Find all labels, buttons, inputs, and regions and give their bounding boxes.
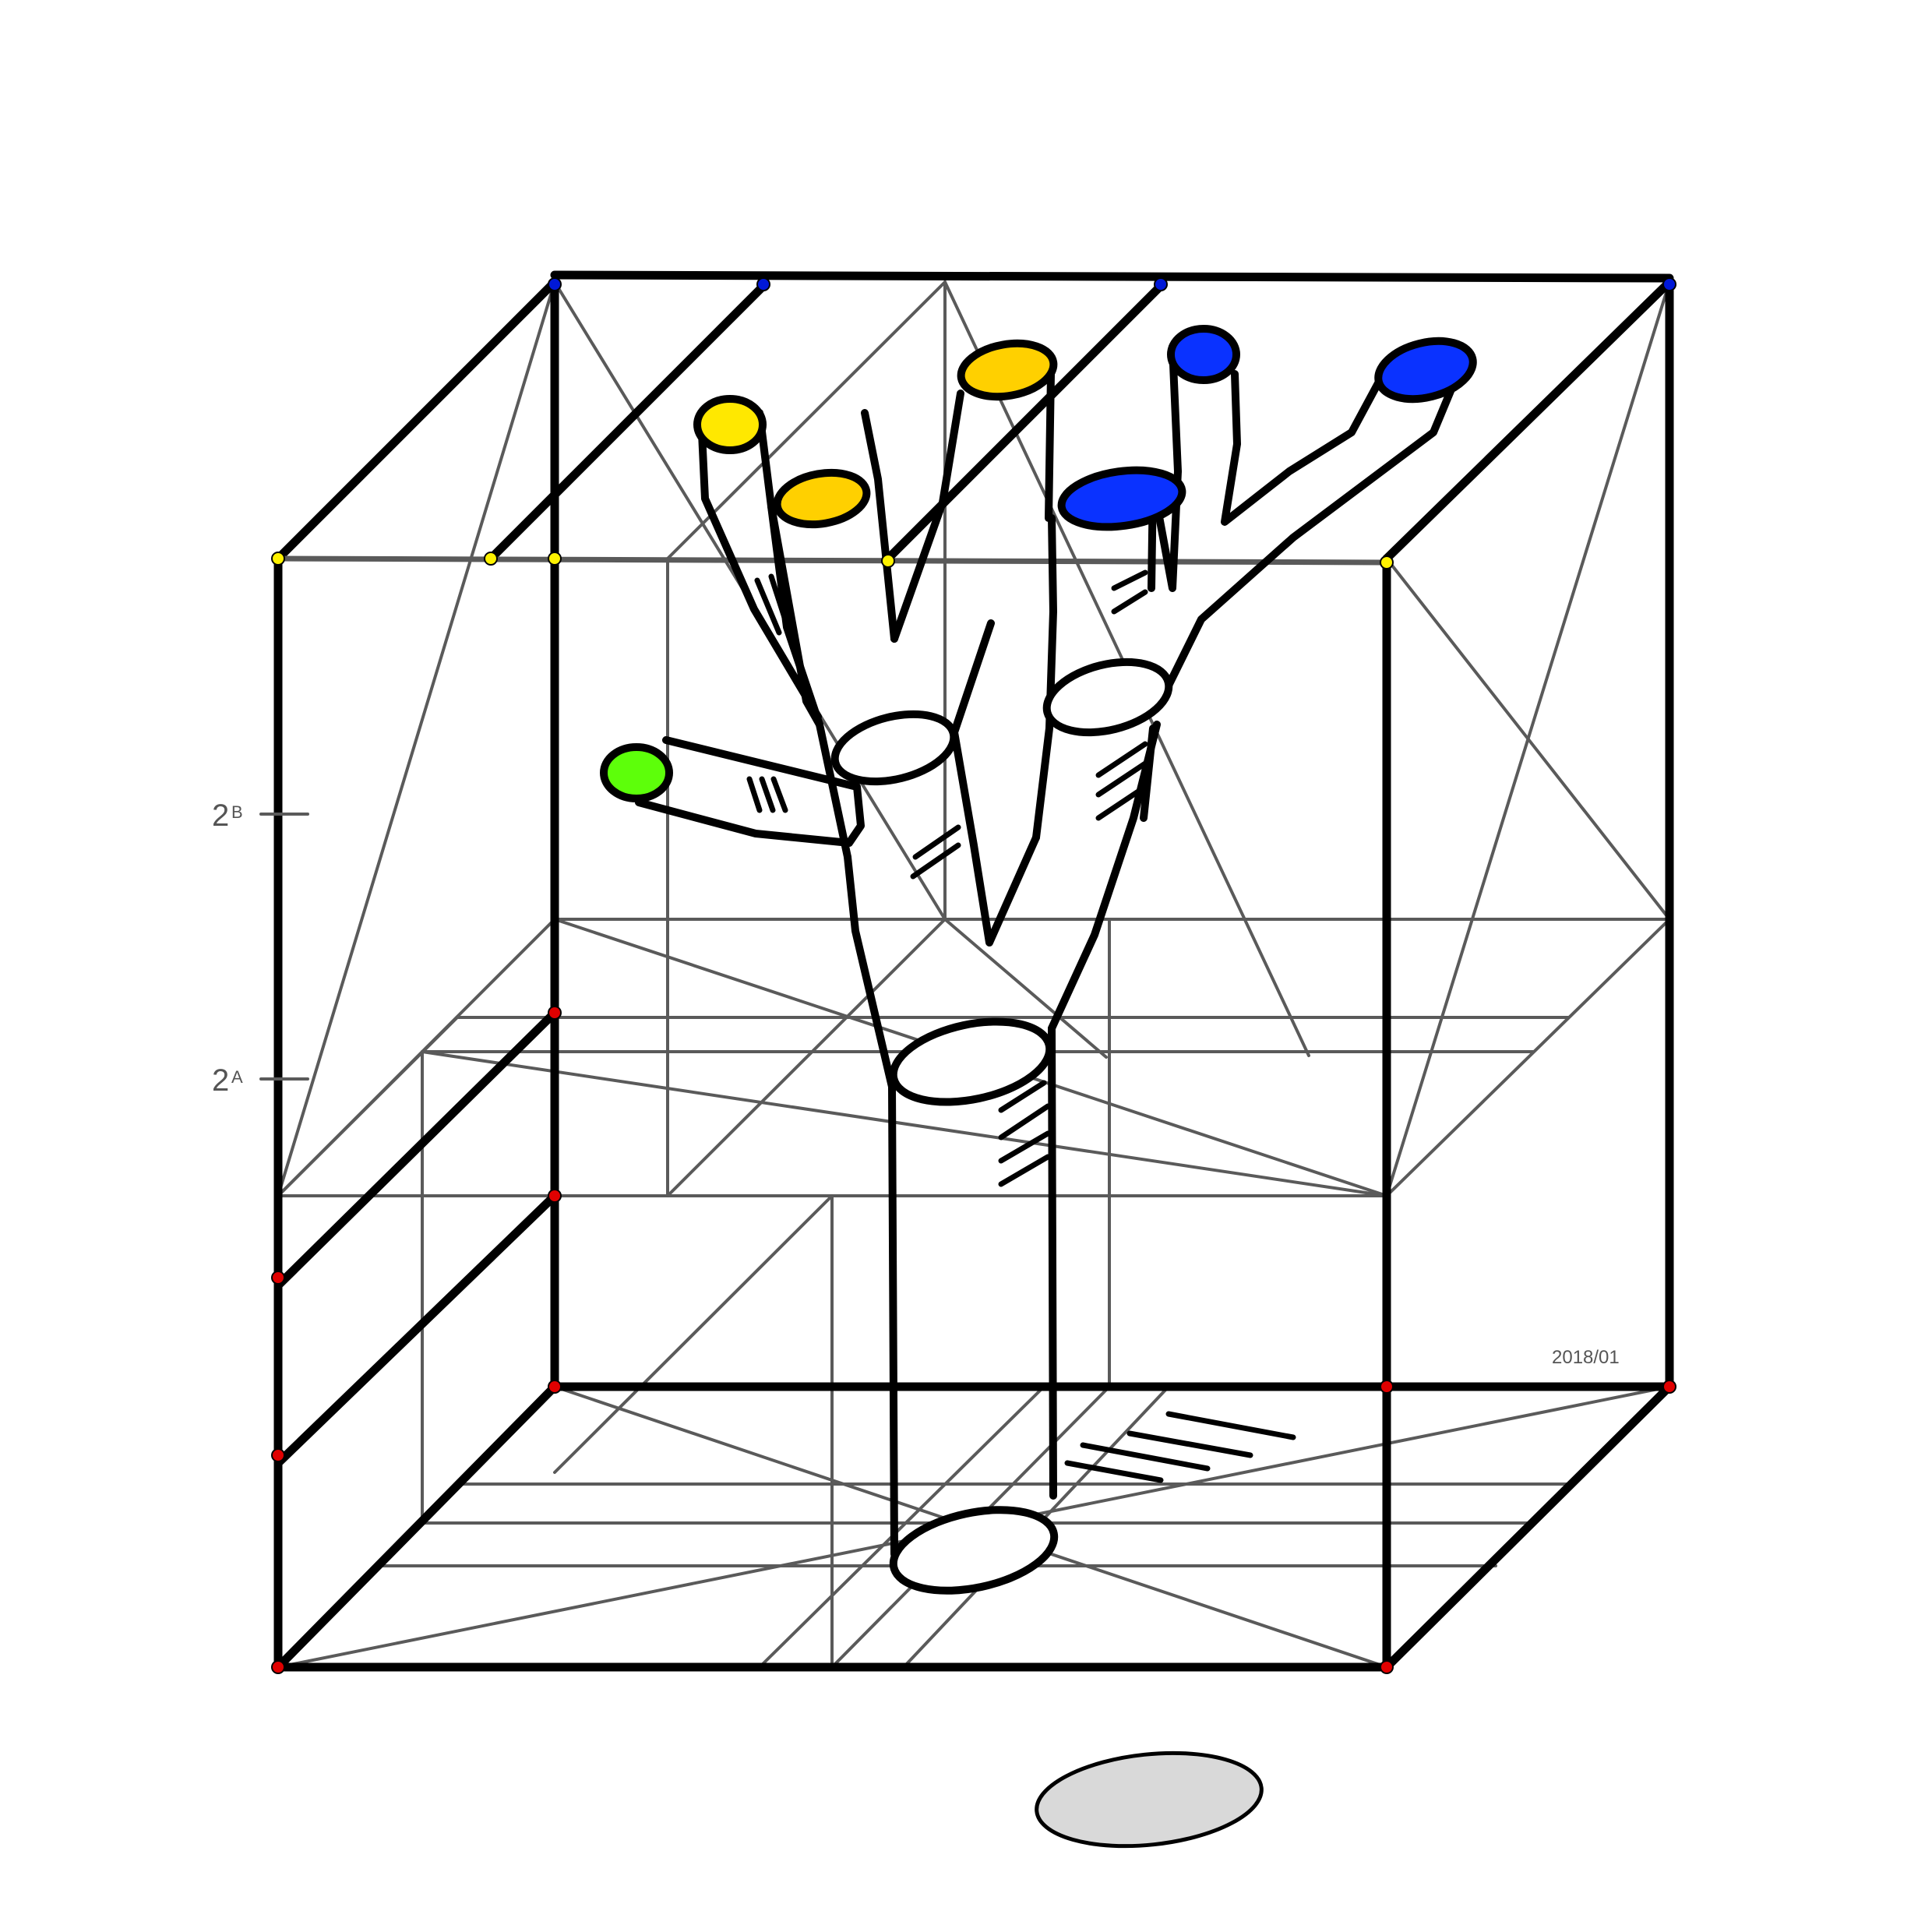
hatch-marks — [746, 569, 1296, 1483]
level-b-letter: B — [231, 802, 243, 822]
date-stamp: 2018/01 — [1552, 1347, 1620, 1368]
level-label-a: 2 A — [212, 1063, 243, 1098]
vertex-dots — [271, 277, 1676, 1674]
branch-tips — [600, 325, 1477, 802]
level-a-letter: A — [231, 1067, 243, 1087]
front-top-edge — [277, 555, 1387, 566]
cube-frame — [273, 270, 1674, 1672]
level-a-number: 2 — [212, 1063, 229, 1098]
tube-rings — [830, 658, 1173, 1595]
level-ticks — [259, 813, 309, 1081]
blue-tip-icon — [1167, 325, 1240, 384]
green-tip-icon — [600, 743, 673, 802]
branching-tube — [635, 343, 1462, 1558]
blue-tip-icon — [1057, 466, 1186, 531]
level-b-number: 2 — [212, 799, 229, 833]
level-label-b: 2 B — [212, 799, 243, 833]
gold-tip-icon — [773, 468, 871, 529]
shadow-ellipse-icon — [1035, 1750, 1264, 1849]
yellow-tip-icon — [693, 395, 767, 454]
blue-tip-icon — [1374, 337, 1477, 404]
gold-tip-icon — [957, 339, 1058, 401]
